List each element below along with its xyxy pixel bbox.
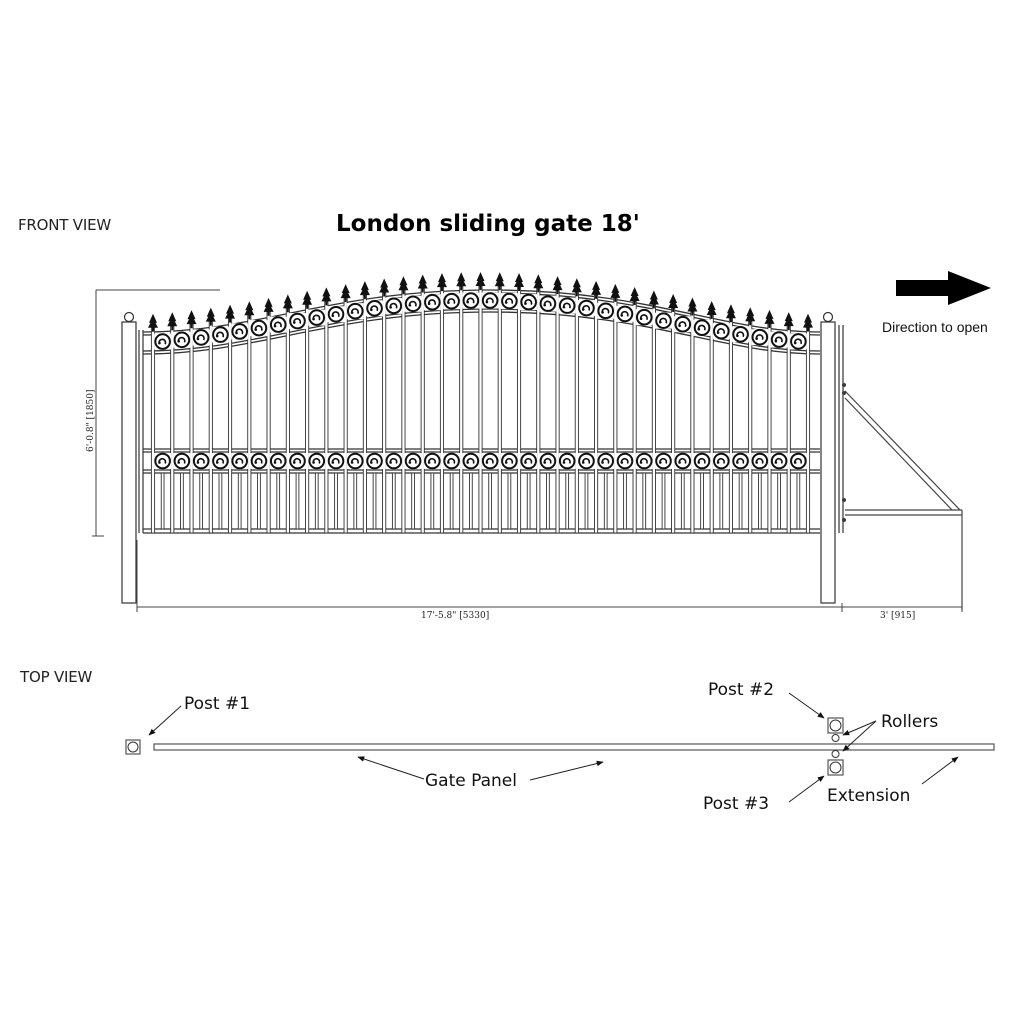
- post-2-front: [820, 311, 836, 604]
- post-2-callout: Post #2: [708, 680, 775, 700]
- post-1-top: [125, 739, 141, 755]
- drawing-title: London sliding gate 18': [336, 211, 640, 237]
- post-3-top: [827, 750, 844, 776]
- top-view-label: TOP VIEW: [20, 668, 93, 686]
- gate-panel-top: [153, 743, 995, 751]
- post-1-front: [121, 311, 137, 604]
- height-dimension-line: [92, 289, 220, 537]
- callout-arrows: [148, 692, 959, 803]
- gate-extension-frame: [841, 382, 963, 610]
- lower-short-pickets: [160, 472, 801, 530]
- direction-arrow-icon: [896, 271, 991, 305]
- top-view-drawing: [125, 692, 995, 803]
- post-3-callout: Post #3: [703, 794, 770, 814]
- direction-to-open-label: Direction to open: [882, 319, 988, 335]
- arch-scroll-band: [154, 292, 807, 350]
- middle-scroll-band: [154, 452, 807, 470]
- extension-width-dimension: 3' [915]: [880, 611, 916, 621]
- gate-width-dimension: 17'-5.8" [5330]: [421, 611, 490, 621]
- post-1-callout: Post #1: [184, 694, 251, 714]
- gate-pickets: [148, 272, 813, 534]
- width-dimension-lines: [136, 540, 963, 612]
- post-2-top: [827, 717, 844, 742]
- gate-panel-callout: Gate Panel: [425, 771, 517, 791]
- front-view-label: FRONT VIEW: [18, 216, 112, 234]
- extension-callout: Extension: [827, 786, 911, 806]
- rollers-callout: Rollers: [881, 712, 939, 732]
